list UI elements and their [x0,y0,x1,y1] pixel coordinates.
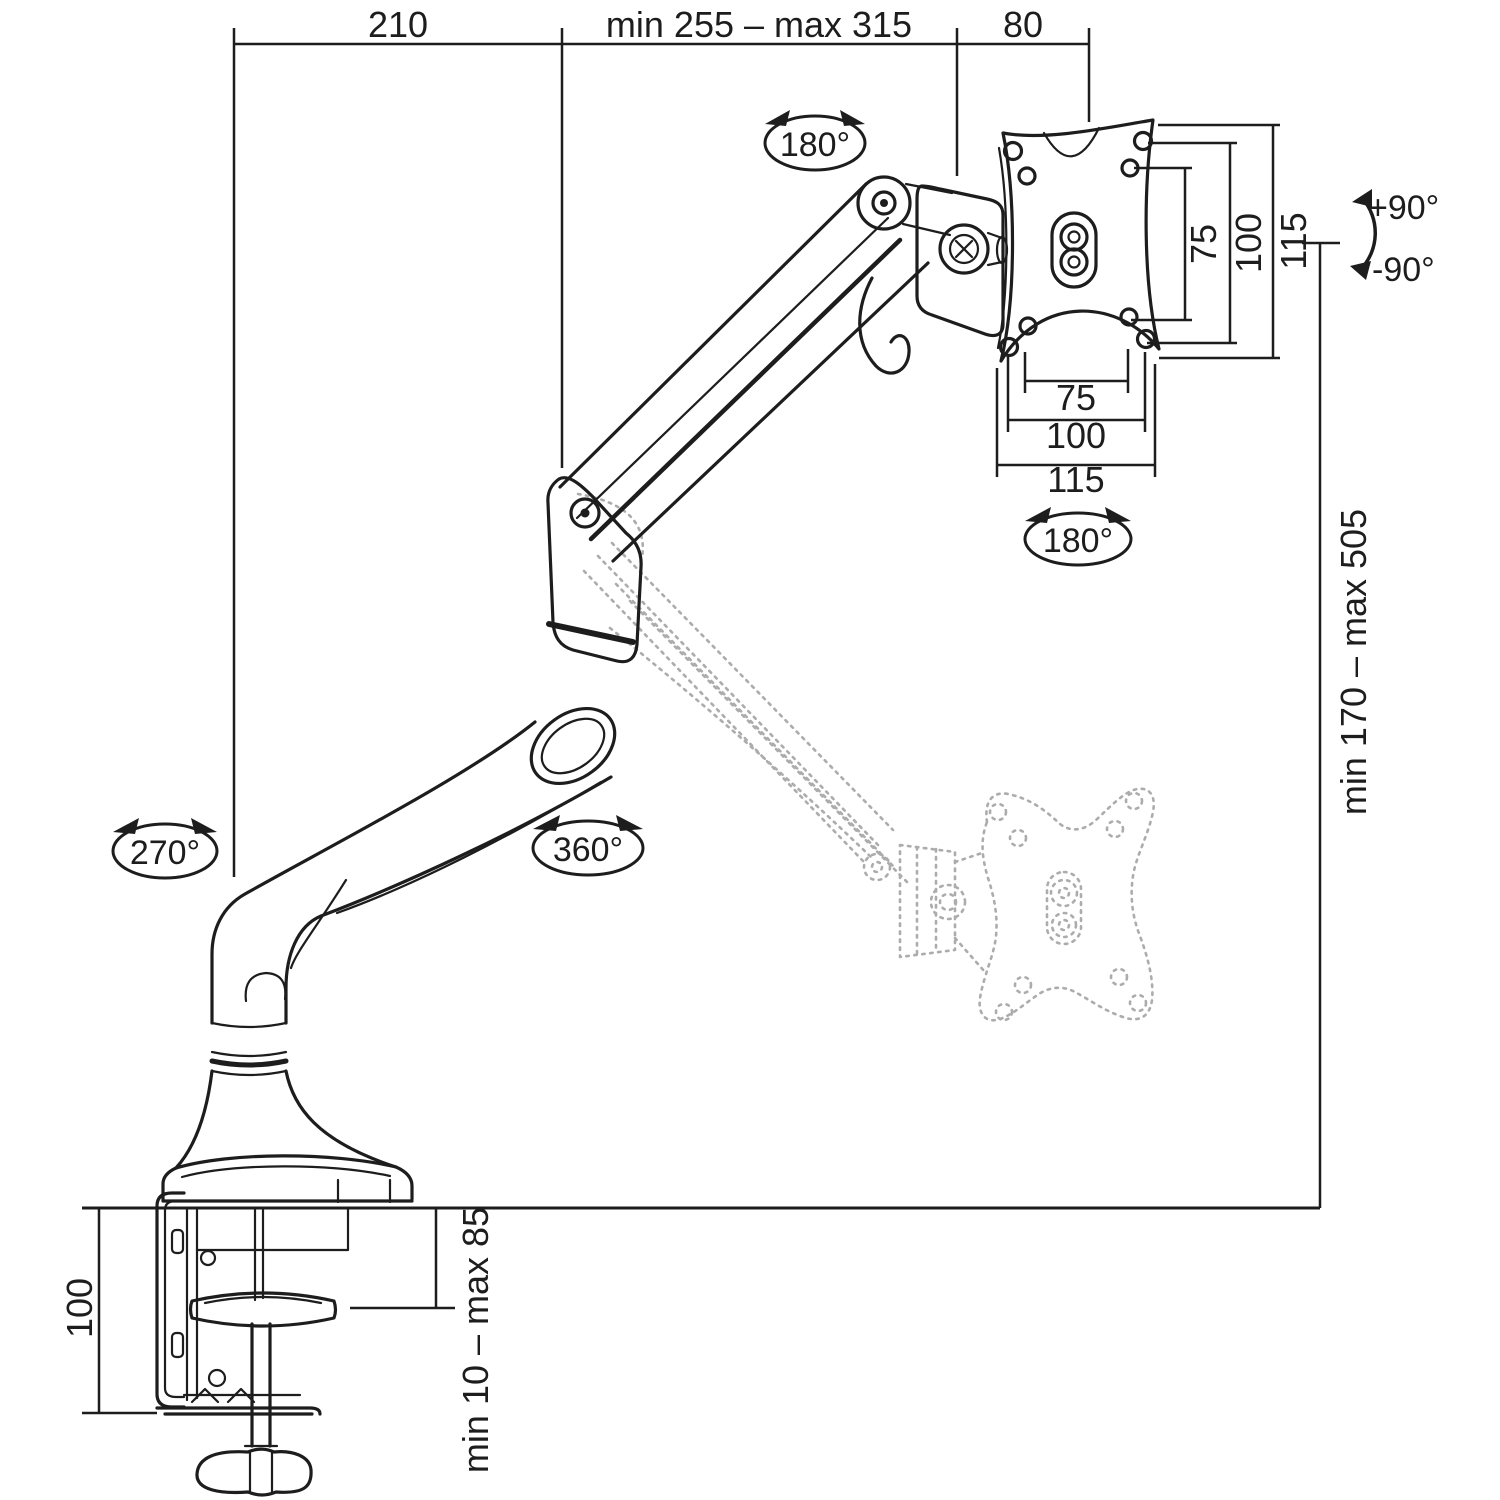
dim-label-vesa-h-75: 75 [1056,377,1096,418]
gas-spring-arm [558,182,930,563]
clamp-screw [250,1322,272,1448]
angle-label-minus90: -90° [1372,251,1435,289]
ghost-head-joint [862,843,987,974]
head-bracket-notch [1042,126,1101,158]
head-tilt-joint [856,175,1009,375]
dim-label-height-range: min 170 – max 505 [1333,509,1374,815]
lower-arm-post [209,720,613,1077]
dim-label-desk-thickness: min 10 – max 85 [455,1207,496,1473]
clamp-knob [195,1447,313,1497]
rotation-annotations: 180° 180° 270° 360° +90° -90° [111,110,1439,880]
dimension-lines [82,28,1340,1415]
vesa-plate [996,118,1161,363]
angle-label-270: 270° [130,834,200,872]
dim-label-clamp-100: 100 [59,1278,100,1338]
dim-label-reach: min 255 – max 315 [606,4,912,45]
ghost-arm-position [576,492,1156,1022]
dim-label-vesa-h-100: 100 [1046,415,1106,456]
clamp-pad [188,1291,338,1328]
rotation-270: 270° [111,818,219,880]
dim-label-vesa-v-115: 115 [1273,212,1314,269]
rotation-360: 360° [531,815,645,877]
tension-screw [938,223,990,275]
dim-label-vesa-v-75: 75 [1183,224,1224,264]
cable-hook [858,276,911,375]
dim-label-vesa-h-115: 115 [1047,459,1104,500]
desk-clamp [155,1191,350,1497]
dim-label-vesa-v-100: 100 [1228,213,1269,273]
angle-label-180-top: 180° [780,126,850,164]
base-foot [161,1069,414,1204]
elbow-joint [529,476,643,786]
angle-label-360: 360° [553,831,623,869]
tilt-range-indicator: +90° -90° [1350,189,1439,289]
dim-label-80: 80 [1003,4,1043,45]
angle-label-plus90: +90° [1368,189,1439,227]
dimension-labels: 210 min 255 – max 315 80 75 100 115 75 1… [59,4,1374,1473]
dim-label-210: 210 [368,4,428,45]
ghost-vesa-plate [978,787,1156,1022]
arm-end-cap [856,175,912,231]
angle-label-180-bottom: 180° [1043,522,1113,560]
rotation-180-bottom: 180° [1023,507,1133,567]
rotation-180-top: 180° [763,110,867,172]
quick-release-slot [1050,211,1098,289]
monitor-arm [155,118,1161,1497]
